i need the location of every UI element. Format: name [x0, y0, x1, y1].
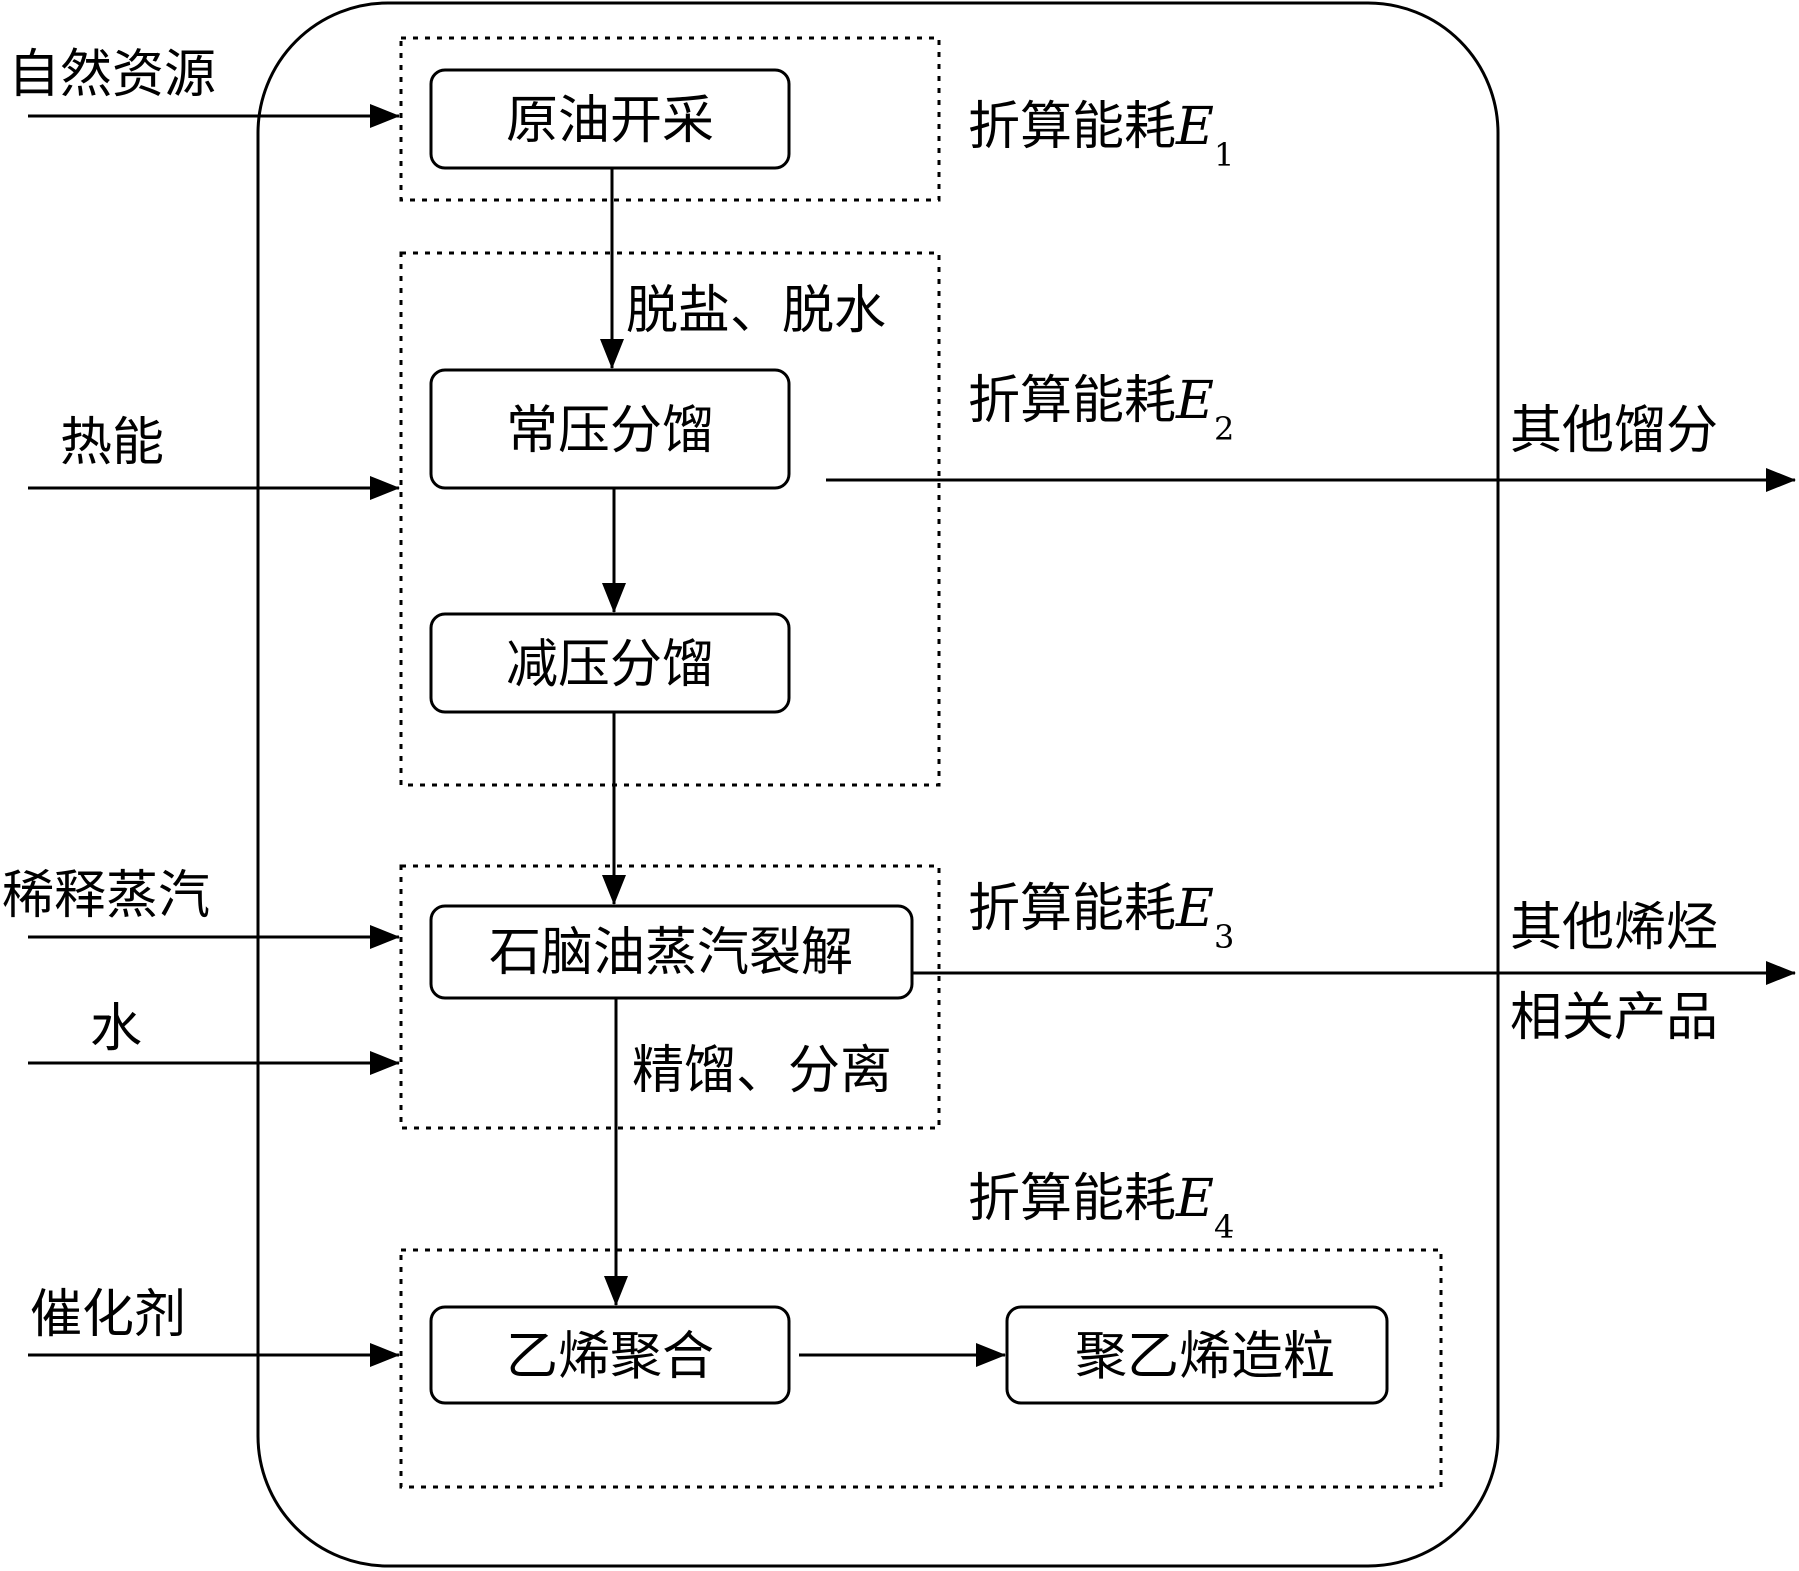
process-box-crude-extraction — [429, 68, 791, 170]
stage-box-4 — [399, 1248, 1443, 1489]
input-label-heat-energy: 热能 — [60, 413, 164, 473]
process-box-ethylene-polymerization — [429, 1305, 791, 1405]
output-label-other-olefins-line1: 其他烯烃 — [1510, 898, 1718, 958]
energy-label-4-prefix: 折算能耗 — [968, 1169, 1176, 1229]
energy-label-1-prefix: 折算能耗 — [968, 97, 1176, 157]
output-label-other-olefins-line2: 相关产品 — [1510, 988, 1718, 1048]
energy-label-4: 折算能耗E4 — [968, 1169, 1234, 1246]
process-box-pe-pelletizing — [1005, 1305, 1389, 1405]
process-box-naphtha-cracking — [429, 904, 914, 1000]
energy-label-3: 折算能耗E3 — [968, 879, 1234, 956]
energy-label-4-subscript: 4 — [1214, 1208, 1234, 1246]
input-label-natural-resources: 自然资源 — [8, 45, 216, 105]
process-label-ethylene-polymerization: 乙烯聚合 — [506, 1327, 714, 1387]
process-label-crude-extraction: 原油开采 — [506, 91, 714, 151]
energy-label-3-subscript: 3 — [1214, 918, 1234, 956]
energy-label-4-symbol: E — [1175, 1169, 1214, 1229]
energy-label-3-symbol: E — [1175, 879, 1214, 939]
process-box-atm-distillation — [429, 368, 791, 490]
output-label-other-fractions: 其他馏分 — [1510, 401, 1718, 461]
process-box-vac-distillation — [429, 612, 791, 714]
energy-label-1: 折算能耗E1 — [968, 97, 1234, 174]
input-label-dilution-steam: 稀释蒸汽 — [2, 866, 210, 926]
process-label-pe-pelletizing: 聚乙烯造粒 — [1075, 1327, 1335, 1387]
energy-label-2-prefix: 折算能耗 — [968, 371, 1176, 431]
stage-box-2 — [399, 251, 941, 787]
process-label-vac-distillation: 减压分馏 — [506, 635, 714, 695]
stage-box-3 — [399, 864, 941, 1130]
energy-label-1-symbol: E — [1175, 97, 1214, 157]
step-label-desalt-dehydrate: 脱盐、脱水 — [626, 281, 886, 341]
energy-label-1-subscript: 1 — [1214, 136, 1234, 174]
energy-label-2: 折算能耗E2 — [968, 371, 1234, 448]
energy-label-2-subscript: 2 — [1214, 410, 1234, 448]
energy-label-2-symbol: E — [1175, 371, 1214, 431]
stage-box-1 — [399, 36, 941, 202]
input-label-water: 水 — [90, 999, 142, 1059]
process-label-atm-distillation: 常压分馏 — [506, 401, 714, 461]
step-label-rectify-separate: 精馏、分离 — [632, 1041, 892, 1101]
energy-label-3-prefix: 折算能耗 — [968, 879, 1176, 939]
system-boundary — [256, 1, 1500, 1568]
input-label-catalyst: 催化剂 — [30, 1285, 186, 1345]
process-label-naphtha-cracking: 石脑油蒸汽裂解 — [489, 923, 853, 983]
